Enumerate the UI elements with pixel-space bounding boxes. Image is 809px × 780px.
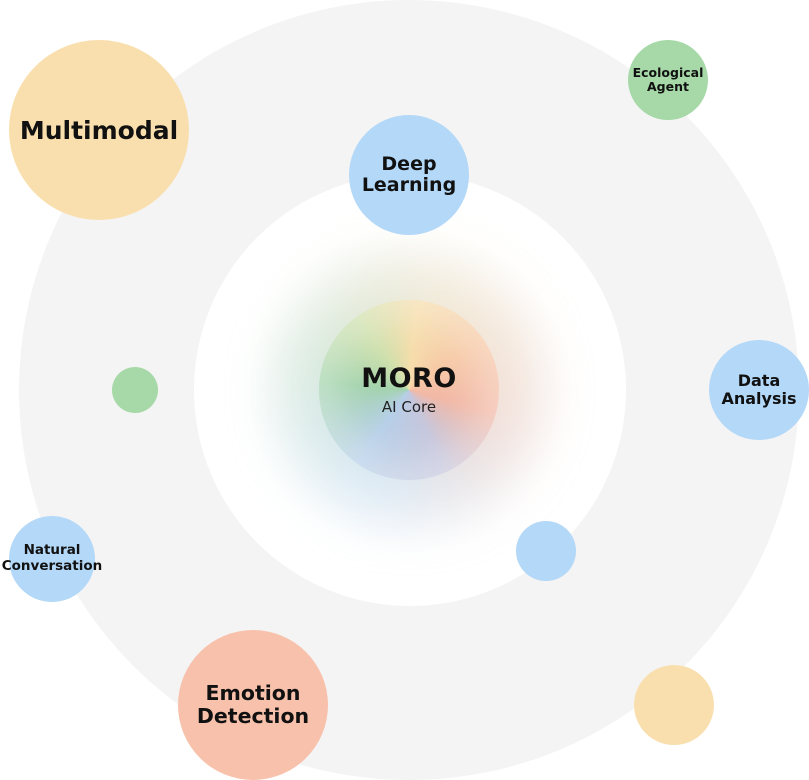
decorative-dot-blue xyxy=(516,521,576,581)
node-natural-conversation-line1: Natural xyxy=(23,542,81,559)
node-natural-conversation: Natural Conversation xyxy=(2,516,102,602)
decorative-dot-orange xyxy=(634,665,714,745)
node-ecological-agent: Ecological Agent xyxy=(628,40,708,120)
core-title: MORO xyxy=(361,363,457,394)
node-data-analysis-line1: Data xyxy=(737,370,781,390)
node-emotion-detection-line2: Detection xyxy=(196,704,310,728)
core-subtitle: AI Core xyxy=(381,398,437,416)
node-emotion-detection: Emotion Detection xyxy=(178,630,328,780)
node-deep-learning-line1: Deep xyxy=(381,153,437,176)
node-data-analysis: Data Analysis xyxy=(709,340,809,440)
node-natural-conversation-line2: Conversation xyxy=(1,558,103,574)
node-ecological-agent-line2: Agent xyxy=(647,79,689,94)
node-emotion-detection-line1: Emotion xyxy=(205,681,301,706)
node-multimodal-label: Multimodal xyxy=(19,115,179,145)
core-circle: MORO AI Core xyxy=(319,300,499,480)
node-ecological-agent-line1: Ecological xyxy=(632,64,704,80)
node-deep-learning-line2: Learning xyxy=(361,174,457,196)
node-data-analysis-line2: Analysis xyxy=(721,389,797,408)
node-deep-learning: Deep Learning xyxy=(349,115,469,235)
node-multimodal: Multimodal xyxy=(9,40,189,220)
decorative-dot-green xyxy=(112,367,158,413)
